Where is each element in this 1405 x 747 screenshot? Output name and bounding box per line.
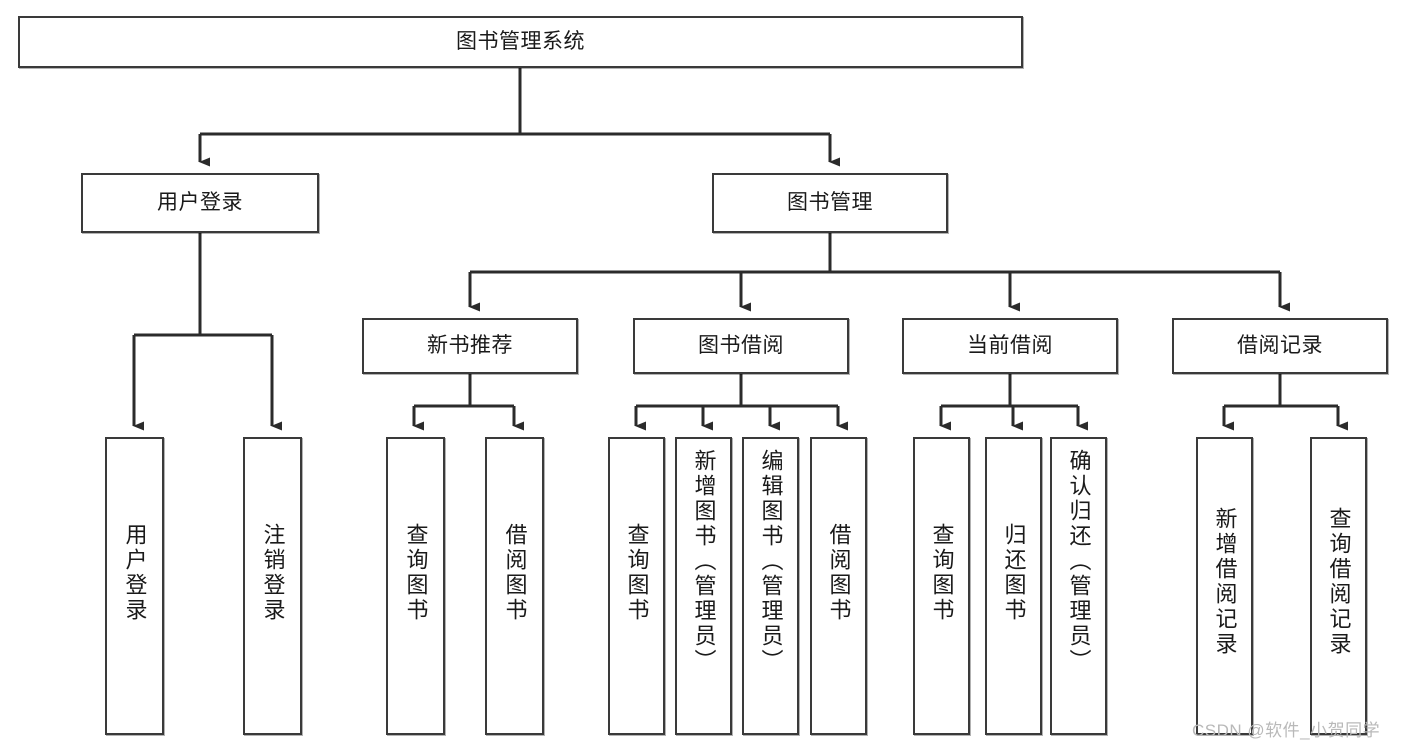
node-label: 图书借阅: [698, 333, 784, 357]
node-label: 用户登录: [157, 190, 243, 214]
node-leaf-user-login[interactable]: 用户登录: [105, 437, 164, 735]
node-leaf-query-record[interactable]: 查询借阅记录: [1310, 437, 1367, 735]
node-leaf-logout[interactable]: 注销登录: [243, 437, 302, 735]
node-label: 查询图书: [624, 523, 650, 623]
node-label: 新增图书（管理员）: [691, 449, 717, 674]
node-leaf-return-book[interactable]: 归还图书: [985, 437, 1042, 735]
node-user-login[interactable]: 用户登录: [81, 173, 319, 233]
node-leaf-query-book-cur[interactable]: 查询图书: [913, 437, 970, 735]
watermark-text: CSDN @软件_小贺同学: [1192, 721, 1381, 740]
node-label: 查询图书: [929, 523, 955, 623]
node-current-borrow[interactable]: 当前借阅: [902, 318, 1118, 374]
node-label: 查询借阅记录: [1326, 507, 1352, 657]
node-book-borrow[interactable]: 图书借阅: [633, 318, 849, 374]
node-leaf-add-record[interactable]: 新增借阅记录: [1196, 437, 1253, 735]
node-label: 借阅图书: [502, 523, 528, 623]
node-label: 用户登录: [122, 523, 148, 623]
node-label: 图书管理系统: [456, 29, 585, 53]
node-root[interactable]: 图书管理系统: [18, 16, 1023, 68]
node-leaf-edit-book[interactable]: 编辑图书（管理员）: [742, 437, 799, 735]
node-label: 新书推荐: [427, 333, 513, 357]
node-label: 当前借阅: [967, 333, 1053, 357]
node-label: 图书管理: [787, 190, 873, 214]
node-label: 确认归还（管理员）: [1066, 449, 1092, 674]
node-label: 借阅记录: [1237, 333, 1323, 357]
node-book-manage[interactable]: 图书管理: [712, 173, 948, 233]
node-leaf-query-book[interactable]: 查询图书: [608, 437, 665, 735]
node-leaf-borrow-book-rec[interactable]: 借阅图书: [485, 437, 544, 735]
node-new-book-rec[interactable]: 新书推荐: [362, 318, 578, 374]
node-leaf-query-book-rec[interactable]: 查询图书: [386, 437, 445, 735]
node-label: 编辑图书（管理员）: [758, 449, 784, 674]
node-borrow-record[interactable]: 借阅记录: [1172, 318, 1388, 374]
node-leaf-confirm-return[interactable]: 确认归还（管理员）: [1050, 437, 1107, 735]
node-label: 查询图书: [403, 523, 429, 623]
node-label: 注销登录: [260, 523, 286, 623]
node-label: 归还图书: [1001, 523, 1027, 623]
node-label: 新增借阅记录: [1212, 507, 1238, 657]
node-leaf-borrow-book[interactable]: 借阅图书: [810, 437, 867, 735]
node-leaf-add-book[interactable]: 新增图书（管理员）: [675, 437, 732, 735]
node-label: 借阅图书: [826, 523, 852, 623]
